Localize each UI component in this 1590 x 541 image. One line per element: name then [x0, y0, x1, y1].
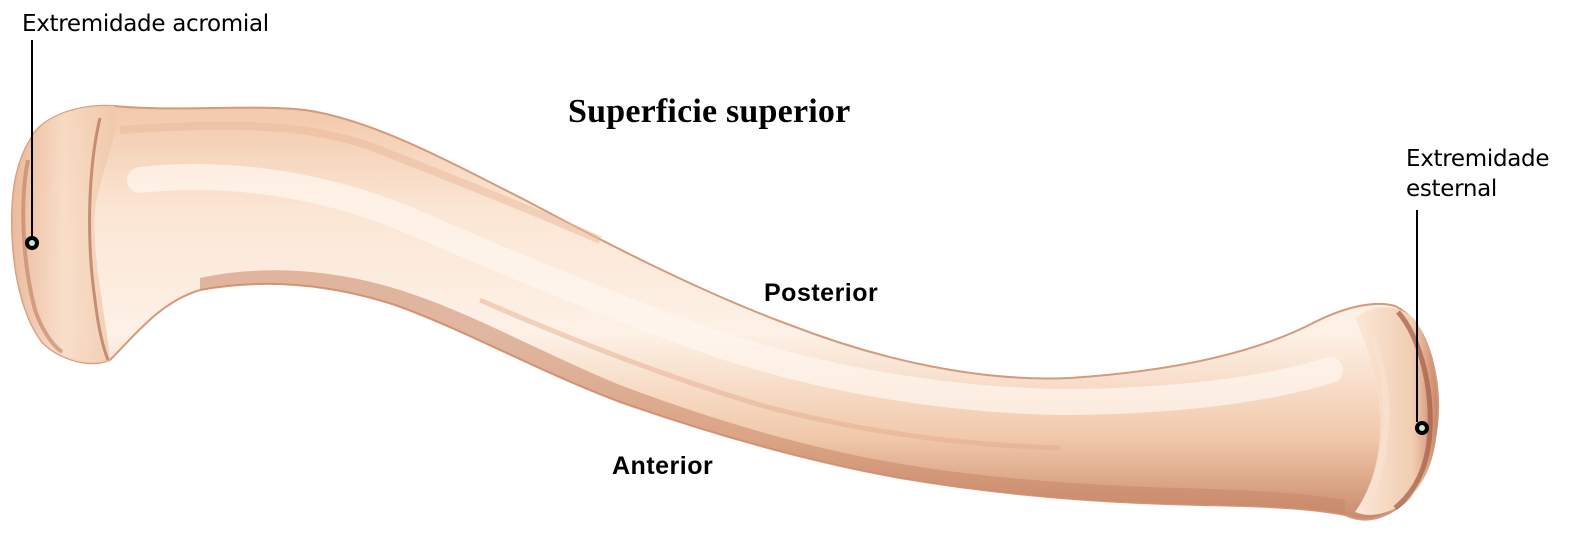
posterior-label: Posterior	[764, 279, 878, 308]
sternal-marker	[1415, 421, 1429, 435]
sternal-end-label: Extremidade esternal	[1406, 144, 1549, 204]
sternal-end-label-line2: esternal	[1406, 174, 1549, 204]
acromial-end-label: Extremidade acromial	[22, 9, 269, 39]
superior-surface-label: Superficie superior	[568, 93, 850, 131]
sternal-end-label-line1: Extremidade	[1406, 144, 1549, 174]
acromial-marker	[25, 236, 39, 250]
anterior-label: Anterior	[612, 452, 713, 481]
